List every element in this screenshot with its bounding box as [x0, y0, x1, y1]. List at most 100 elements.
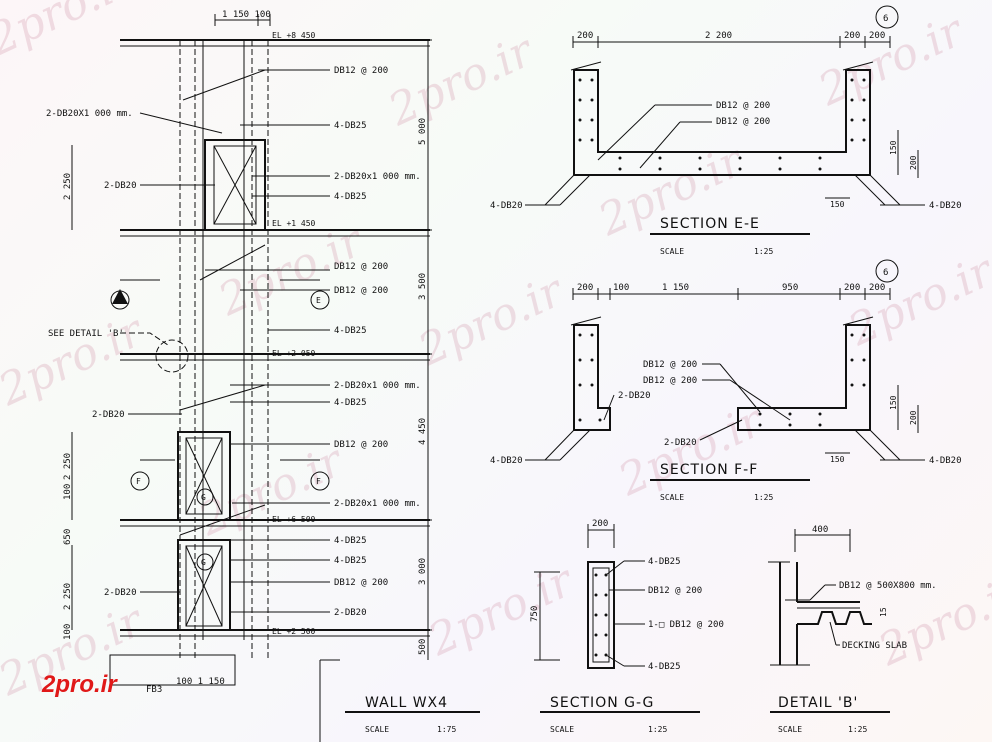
section-e-e: 6 200 2 200 200 200 — [490, 5, 962, 256]
dimension-label: 200 — [909, 410, 918, 425]
section-title: SECTION F-F — [660, 462, 758, 478]
section-title: SECTION G-G — [550, 695, 654, 711]
vertical-dimension: 500 — [418, 639, 428, 655]
rebar-callout: 4-DB25 — [648, 557, 681, 567]
dimension-label: 200 — [909, 155, 918, 170]
wall-title: WALL WX4 — [365, 695, 448, 711]
detail-b: 400 DB12 @ 500X800 mm. DECKING SLAB 15 D… — [768, 525, 937, 734]
rebar-callout: 4-DB20 — [490, 456, 523, 466]
watermark-text: 2pro.ir — [420, 554, 583, 666]
detail-reference: SEE DETAIL 'B' — [48, 329, 124, 339]
vertical-dimension: 2 250 — [63, 453, 73, 480]
level-label: EL +1 450 — [272, 219, 316, 228]
rebar-callout: DB12 @ 200 — [716, 101, 770, 111]
watermark-text: 2pro.ir — [380, 24, 543, 136]
rebar-callout: 2-DB20 — [618, 391, 651, 401]
watermark-text: 2pro.ir — [810, 4, 973, 116]
rebar-callout: 4-DB20 — [929, 456, 962, 466]
scale-value: 1:25 — [648, 725, 667, 734]
rebar-dots — [594, 573, 608, 657]
rebar-callout: 4-DB25 — [334, 326, 367, 336]
scale-value: 1:25 — [754, 247, 773, 256]
rebar-callout: 4-DB25 — [334, 398, 367, 408]
dimension-label: 150 — [830, 200, 845, 209]
watermark-text: 2pro.ir — [610, 394, 773, 506]
wall-elevation: 1 150 100 — [46, 10, 480, 742]
dimension-label: 2 200 — [705, 31, 732, 41]
rebar-callout: 4-DB20 — [929, 201, 962, 211]
rebar-callout: 4-DB20 — [490, 201, 523, 211]
right-callouts: DB12 @ 200 4-DB25 2-DB20x1 000 mm. 4-DB2… — [205, 66, 421, 618]
material-callout: DECKING SLAB — [842, 641, 907, 651]
rebar-callout: 4-DB25 — [334, 536, 367, 546]
watermark-text: 2pro.ir — [840, 244, 992, 356]
dimension-label: 15 — [879, 607, 888, 617]
rebar-callout: DB12 @ 200 — [643, 376, 697, 386]
rebar-callout: DB12 @ 500X800 mm. — [839, 581, 937, 591]
dimension-label: 750 — [530, 606, 540, 622]
svg-text:F: F — [136, 477, 141, 486]
rebar-callout: 2-DB20 — [104, 181, 137, 191]
vertical-dimension: 650 — [63, 529, 73, 545]
svg-text:E: E — [316, 296, 321, 305]
level-label: EL +6 500 — [272, 515, 316, 524]
vertical-dimension: 3 000 — [418, 558, 428, 585]
rebar-callout: 4-DB25 — [334, 121, 367, 131]
vertical-dimension: 2 250 — [63, 583, 73, 610]
vertical-dimension: 100 — [63, 484, 73, 500]
rebar-callout: DB12 @ 200 — [334, 262, 388, 272]
brand-logo: 2pro.ir — [41, 671, 118, 698]
rebar-callout: 2-DB20x1 000 mm. — [334, 172, 421, 182]
dimension-label: 950 — [782, 283, 798, 293]
rebar-callout: DB12 @ 200 — [334, 440, 388, 450]
rebar-callout: 2-DB20 — [334, 608, 367, 618]
rebar-callout: 4-DB25 — [334, 192, 367, 202]
watermark-text: 2pro.ir — [410, 264, 573, 376]
level-label: EL +8 450 — [272, 31, 316, 40]
dimension-label: 1 150 — [662, 283, 689, 293]
vertical-dimension: 4 450 — [418, 418, 428, 445]
wall-top-dimension: 1 150 100 — [222, 10, 271, 20]
rebar-callout: DB12 @ 200 — [334, 66, 388, 76]
rebar-callout: 4-DB25 — [334, 556, 367, 566]
watermark-text: 2pro.ir — [0, 0, 143, 66]
scale-label: SCALE — [660, 493, 684, 502]
dimension-label: 200 — [869, 31, 885, 41]
sheet-reference: 6 — [883, 268, 888, 278]
scale-value: 1:75 — [437, 725, 456, 734]
section-g-g: 200 750 4-DB25 DB12 @ 200 1-□ DB12 @ 200… — [530, 519, 724, 734]
dimension-label: 150 — [889, 395, 898, 410]
scale-label: SCALE — [778, 725, 802, 734]
section-marker-e-left: E — [110, 279, 160, 310]
level-label: EL +2 050 — [272, 349, 316, 358]
section-f-f: 6 200 100 1 150 950 200 200 — [490, 259, 962, 502]
rebar-callout: 4-DB25 — [648, 662, 681, 672]
dimension-label: 200 — [869, 283, 885, 293]
rebar-callout: 2-DB20 — [92, 410, 125, 420]
scale-label: SCALE — [365, 725, 389, 734]
rebar-callout: 2-DB20 — [664, 438, 697, 448]
section-title: SECTION E-E — [660, 216, 760, 232]
rebar-callout: 2-DB20 — [104, 588, 137, 598]
rebar-callout: 2-DB20x1 000 mm. — [334, 499, 421, 509]
vertical-dimension: 2 250 — [63, 173, 73, 200]
rebar-callout: 2-DB20X1 000 mm. — [46, 109, 133, 119]
dimension-label: 200 — [577, 31, 593, 41]
dimension-label: 400 — [812, 525, 828, 535]
rebar-callout: 2-DB20x1 000 mm. — [334, 381, 421, 391]
rebar-callout: DB12 @ 200 — [334, 286, 388, 296]
section-marker-f-right: F — [280, 459, 330, 491]
watermark-text: 2pro.ir — [190, 434, 353, 546]
svg-text:F: F — [316, 477, 321, 486]
scale-label: SCALE — [660, 247, 684, 256]
scale-value: 1:25 — [848, 725, 867, 734]
rebar-dots — [578, 333, 866, 427]
detail-title: DETAIL 'B' — [778, 695, 858, 711]
dimension-label: 200 — [592, 519, 608, 529]
svg-text:G: G — [201, 558, 206, 567]
wall-bottom-dimension: 100 1 150 — [176, 677, 225, 687]
vertical-dimension: 3 500 — [418, 273, 428, 300]
vertical-dimension: 5 000 — [418, 118, 428, 145]
rebar-callout: DB12 @ 200 — [334, 578, 388, 588]
